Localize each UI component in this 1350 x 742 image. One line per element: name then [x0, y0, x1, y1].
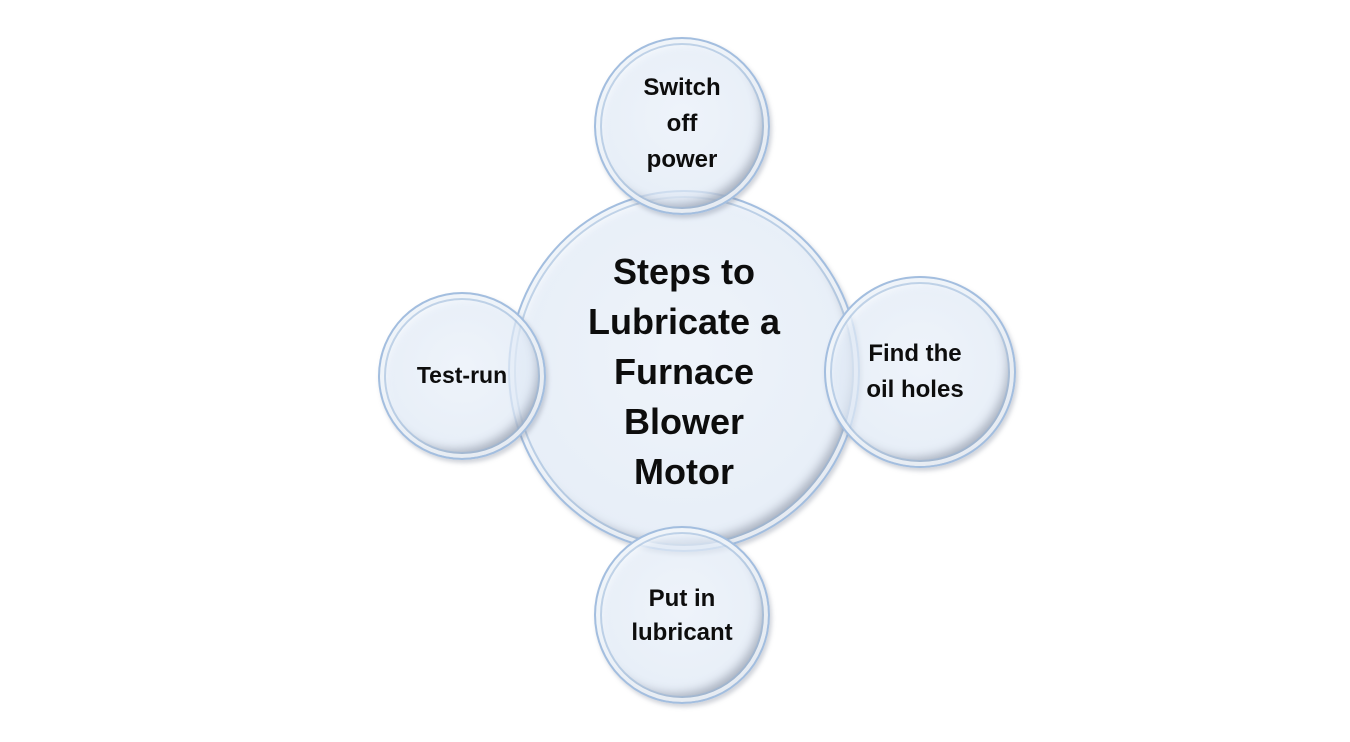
step-label: Put in lubricant [631, 585, 733, 646]
step-circle-switch-off-power: Switch off power [594, 37, 770, 215]
step-label: Test-run [416, 362, 508, 389]
step-label: Switch off power [643, 74, 721, 173]
step-circle-test-run: Test-run [378, 292, 546, 460]
step-label: Find the oil holes [866, 340, 964, 403]
step-circle-put-in-lubricant: Put in lubricant [594, 526, 770, 704]
center-topic-label: Steps to Lubricate a Furnace Blower Moto… [587, 251, 781, 492]
step-circle-find-oil-holes: Find the oil holes [824, 276, 1016, 468]
center-topic-circle: Steps to Lubricate a Furnace Blower Moto… [508, 190, 860, 552]
